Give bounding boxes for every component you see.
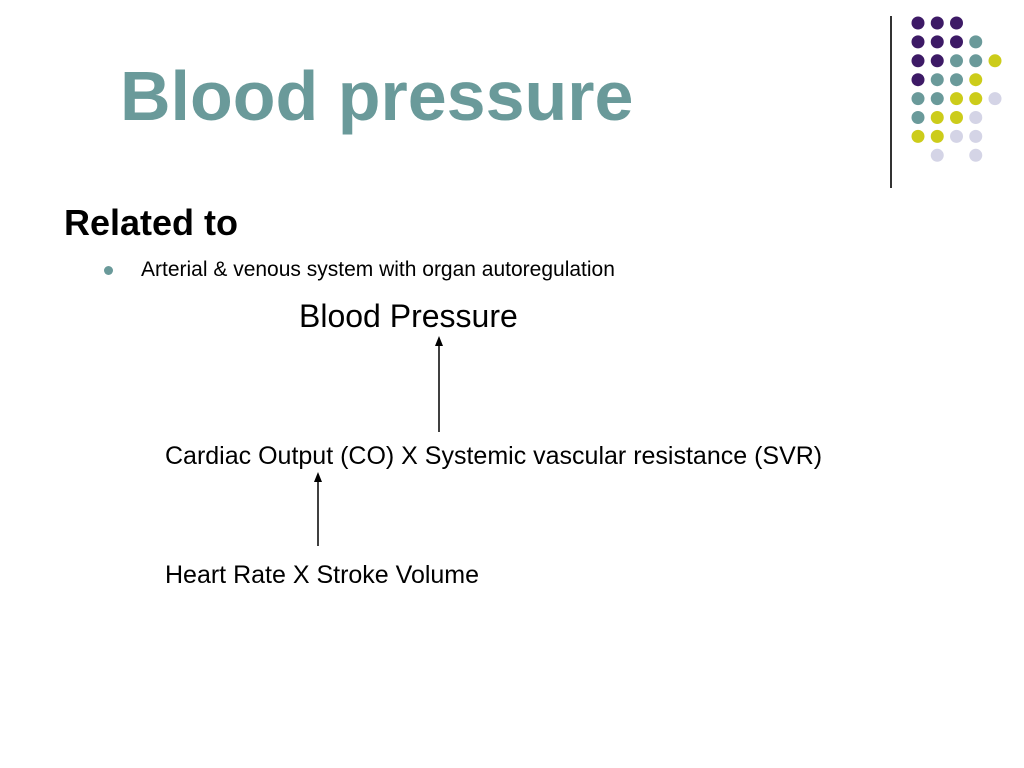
subheading: Related to [64,202,239,243]
diagram-blood-pressure-label: Blood Pressure [299,298,518,334]
decorative-dot [969,148,983,162]
decorative-dot [930,92,944,106]
decorative-dot [950,35,963,49]
decorative-dot [950,111,963,124]
diagram-cardiac-output-label: Cardiac Output (CO) X Systemic vascular … [165,442,823,470]
decorative-dot [930,129,944,143]
decorative-dot [930,148,944,162]
decorative-dot [911,92,925,106]
decorative-dot [950,54,963,68]
decorative-dot [930,54,944,68]
decorative-dot [988,92,1002,106]
decorative-dot [911,35,925,49]
decorative-dot [930,73,944,87]
title-divider-line [890,16,892,188]
decorative-dot [969,54,983,68]
slide-title: Blood pressure [120,57,634,135]
decorative-dot [950,92,963,106]
decorative-dot [950,16,963,30]
decorative-dot [911,16,925,30]
diagram-heart-rate-label: Heart Rate X Stroke Volume [165,561,480,589]
decorative-dot [930,16,944,30]
decorative-dot [911,54,925,68]
decorative-dot [950,129,963,143]
decorative-dot [969,35,983,49]
arrow-up-icon-hr-to-co [314,472,322,546]
decorative-dot [988,54,1002,68]
decorative-dot [911,129,925,143]
decorative-dot [969,129,983,143]
decorative-dot [969,111,983,124]
decorative-dot [911,73,925,87]
decorative-dot [969,92,983,106]
decorative-dot [911,111,925,124]
decorative-dot [930,35,944,49]
decorative-dot [969,73,983,87]
decorative-dot [930,111,944,124]
decorative-dot [950,73,963,87]
arrow-up-icon-svr-to-bp [435,336,443,432]
bullet-text: Arterial & venous system with organ auto… [141,258,615,281]
bullet-dot-icon [104,266,113,275]
